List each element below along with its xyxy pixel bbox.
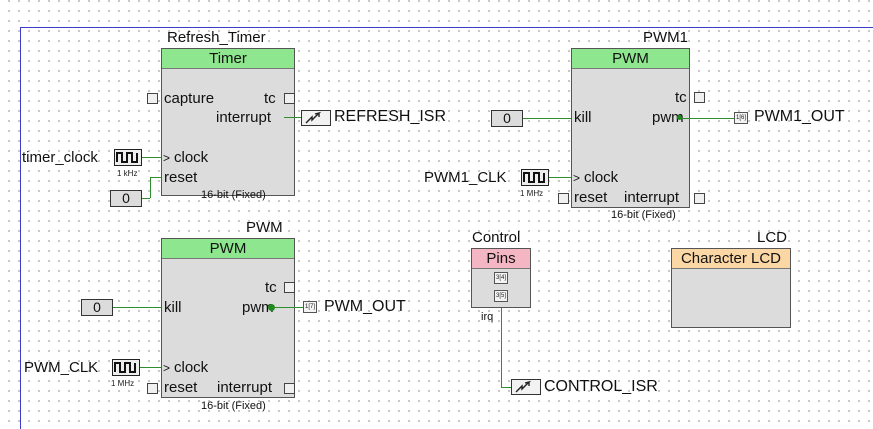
refresh-isr-icon[interactable] — [301, 110, 331, 126]
pwm1-out-port-label: PWM1_OUT — [754, 108, 845, 125]
refresh-timer-clock-label: clock — [174, 149, 209, 166]
pwm1-tc-terminal[interactable] — [694, 92, 705, 103]
wire-control-irq-h — [501, 387, 511, 388]
control-isr-icon[interactable] — [511, 379, 541, 395]
wire-control-irq-v — [501, 308, 502, 387]
pwm-reset-label: reset — [164, 379, 198, 396]
timer-clock-name: timer_clock — [22, 149, 98, 166]
pwm-clk-icon[interactable] — [112, 359, 140, 376]
pwm-kill-label: kill — [164, 299, 182, 316]
pwm-instance-name: PWM — [246, 219, 283, 236]
pwm-reset-terminal[interactable] — [147, 383, 158, 394]
wire-reset-const-h — [142, 198, 150, 199]
control-isr-label: CONTROL_ISR — [544, 378, 658, 395]
wire-pwm-out — [272, 307, 303, 308]
pwm1-instance-name: PWM1 — [643, 29, 688, 46]
refresh-isr-label: REFRESH_ISR — [334, 108, 447, 125]
sheet-border-left — [20, 27, 21, 429]
sheet-border-top — [20, 27, 873, 28]
pwm1-kill-label: kill — [574, 109, 592, 126]
lcd-type-header: Character LCD — [672, 249, 790, 269]
wire-reset-const-v — [150, 177, 151, 198]
pwm-clock-arrow-icon: > — [163, 361, 171, 375]
pwm-resolution: 16-bit (Fixed) — [201, 400, 266, 412]
pwm1-clk-freq: 1 MHz — [520, 189, 544, 198]
refresh-timer-interrupt-label: interrupt — [216, 109, 272, 126]
pwm1-resolution: 16-bit (Fixed) — [611, 209, 676, 221]
pwm-component[interactable]: PWM — [161, 238, 295, 398]
pwm1-reset-terminal[interactable] — [558, 193, 569, 204]
pwm1-clk-icon[interactable] — [521, 169, 549, 186]
control-pin-0[interactable]: 3[4] — [494, 272, 508, 284]
pwm-clk-freq: 1 MHz — [111, 379, 135, 388]
refresh-timer-type-header: Timer — [162, 49, 294, 69]
pwm-clk-name: PWM_CLK — [24, 359, 99, 376]
pwm1-clock-label: clock — [584, 169, 619, 186]
pwm1-tc-label: tc — [675, 89, 687, 106]
pwm-out-port-label: PWM_OUT — [324, 298, 406, 315]
control-instance-name: Control — [472, 229, 521, 246]
pwm1-type-header: PWM — [572, 49, 689, 69]
refresh-timer-tc-terminal[interactable] — [284, 93, 295, 104]
timer-clock-freq: 1 kHz — [117, 169, 138, 178]
control-type-header: Pins — [472, 249, 530, 269]
pwm1-out-pin-icon[interactable]: 1[6] — [734, 112, 748, 124]
pwm1-output-junction — [677, 115, 682, 120]
wire-pwm-kill — [113, 307, 161, 308]
lcd-instance-name: LCD — [757, 229, 788, 246]
pwm1-component[interactable]: PWM — [571, 48, 690, 208]
refresh-timer-clock-arrow-icon: > — [163, 151, 171, 165]
pwm-interrupt-terminal[interactable] — [284, 383, 295, 394]
lcd-component[interactable]: Character LCD — [671, 248, 791, 328]
pwm1-interrupt-label: interrupt — [624, 189, 680, 206]
pwm-out-pin-icon[interactable]: 1[7] — [303, 301, 317, 313]
refresh-timer-reset-label: reset — [164, 169, 198, 186]
wire-reset-const-h2 — [150, 177, 161, 178]
refresh-timer-tc-label: tc — [264, 90, 276, 107]
refresh-timer-component[interactable]: Timer — [161, 48, 295, 196]
wire-pwm1-out — [680, 118, 734, 119]
control-irq-label: irq — [481, 311, 494, 323]
pwm-clock-label: clock — [174, 359, 209, 376]
pwm1-clk-name: PWM1_CLK — [424, 169, 507, 186]
control-pin-1[interactable]: 3[5] — [494, 290, 508, 302]
refresh-timer-capture-terminal[interactable] — [147, 93, 158, 104]
pwm1-clock-arrow-icon: > — [573, 171, 581, 185]
pwm-interrupt-label: interrupt — [217, 379, 273, 396]
pwm-tc-label: tc — [265, 279, 277, 296]
pwm-tc-terminal[interactable] — [284, 282, 295, 293]
refresh-timer-reset-constant[interactable]: 0 — [110, 190, 142, 207]
refresh-timer-instance-name: Refresh_Timer — [167, 29, 266, 46]
wire-pwm1-kill — [523, 118, 571, 119]
refresh-timer-capture-label: capture — [164, 90, 215, 107]
pwm1-pwm-label: pwm — [652, 109, 684, 126]
wire-pwm-clk — [140, 367, 161, 368]
pwm1-kill-constant[interactable]: 0 — [491, 110, 523, 127]
pwm1-reset-label: reset — [574, 189, 608, 206]
timer-clock-icon[interactable] — [114, 149, 142, 166]
pwm-output-junction — [268, 304, 275, 311]
wire-pwm1-clk — [549, 177, 571, 178]
pwm1-interrupt-terminal[interactable] — [694, 193, 705, 204]
refresh-timer-resolution: 16-bit (Fixed) — [201, 189, 266, 201]
wire-refresh-interrupt — [284, 117, 301, 118]
pwm-type-header: PWM — [162, 239, 294, 259]
pwm-kill-constant[interactable]: 0 — [81, 299, 113, 316]
wire-timer-clock — [142, 157, 161, 158]
pwm-pwm-label: pwm — [242, 299, 274, 316]
